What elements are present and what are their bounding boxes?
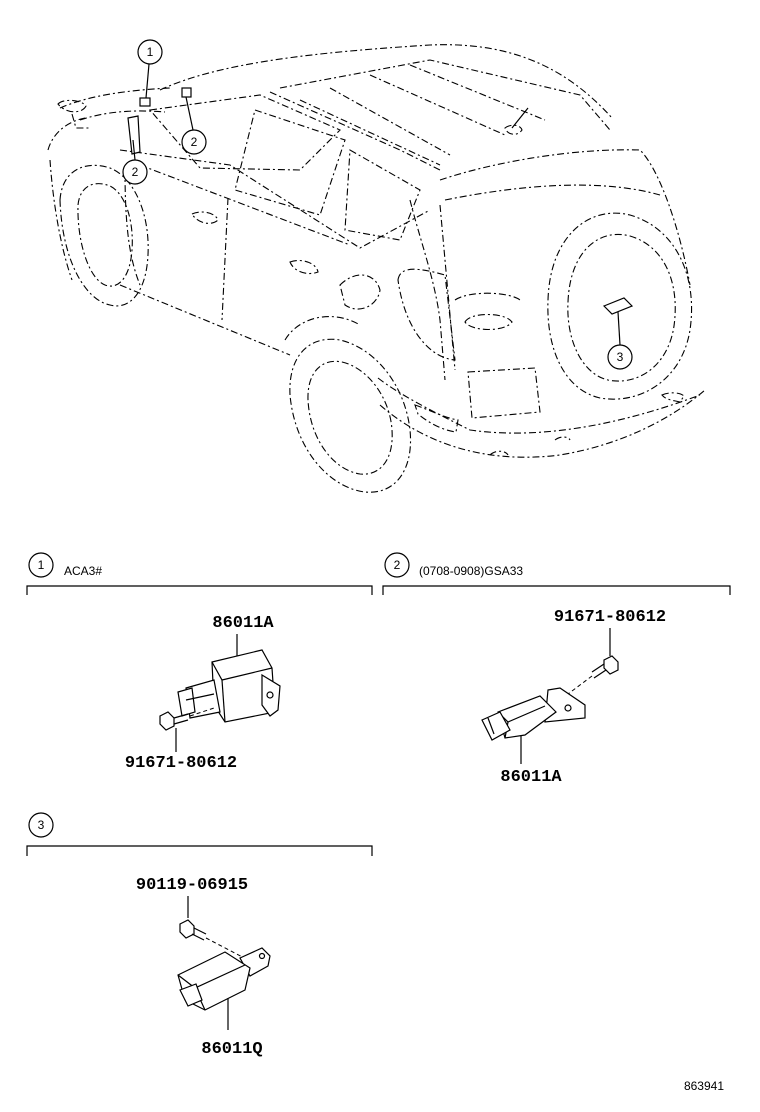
section-2-sensor — [481, 687, 586, 741]
svg-text:3: 3 — [38, 818, 45, 832]
section-3-part-number-bolt: 90119-06915 — [136, 876, 248, 895]
section-3: 3 90119-06915 86011Q — [26, 812, 373, 1059]
section-1-part-number-bolt: 91671-80612 — [125, 754, 237, 773]
section-2: 2 (0708-0908)GSA33 91671-80612 86011A — [382, 552, 731, 787]
svg-text:2: 2 — [394, 558, 401, 572]
section-1-bolt — [159, 707, 215, 731]
vehicle-outline — [47, 44, 706, 493]
section-1-bracket-line — [26, 585, 373, 595]
section-1-number: 1 — [28, 552, 54, 578]
callout-1-overview: 1 — [137, 39, 163, 65]
section-3-number: 3 — [28, 812, 54, 838]
svg-text:1: 1 — [38, 558, 45, 572]
section-2-part-number-bracket: 86011A — [500, 768, 562, 787]
svg-text:1: 1 — [147, 45, 154, 59]
svg-text:3: 3 — [617, 350, 624, 364]
callout-2-overview-second: 2 — [122, 159, 148, 185]
section-1-part-number-bracket: 86011A — [212, 614, 274, 633]
section-3-bracket-line — [26, 845, 373, 856]
section-2-condition: (0708-0908)GSA33 — [419, 564, 523, 578]
section-2-part-number-bolt: 91671-80612 — [554, 608, 666, 627]
section-3-part-number-bracket: 86011Q — [201, 1040, 262, 1059]
overview-leader-lines — [132, 63, 621, 346]
illustration-number: 863941 — [684, 1079, 724, 1093]
svg-text:2: 2 — [191, 135, 198, 149]
section-2-bracket-line — [382, 585, 731, 595]
section-2-number: 2 — [384, 552, 410, 578]
callout-2-overview: 2 — [181, 129, 207, 155]
section-2-bolt — [559, 655, 619, 701]
svg-text:2: 2 — [132, 165, 139, 179]
section-3-bolt — [179, 919, 249, 961]
section-3-sensor — [177, 947, 271, 1011]
callout-3-overview: 3 — [607, 344, 633, 370]
section-1-sensor — [177, 649, 281, 723]
section-1-condition: ACA3# — [64, 564, 102, 578]
section-1: 1 ACA3# 86011A 91671-80612 — [26, 552, 373, 773]
